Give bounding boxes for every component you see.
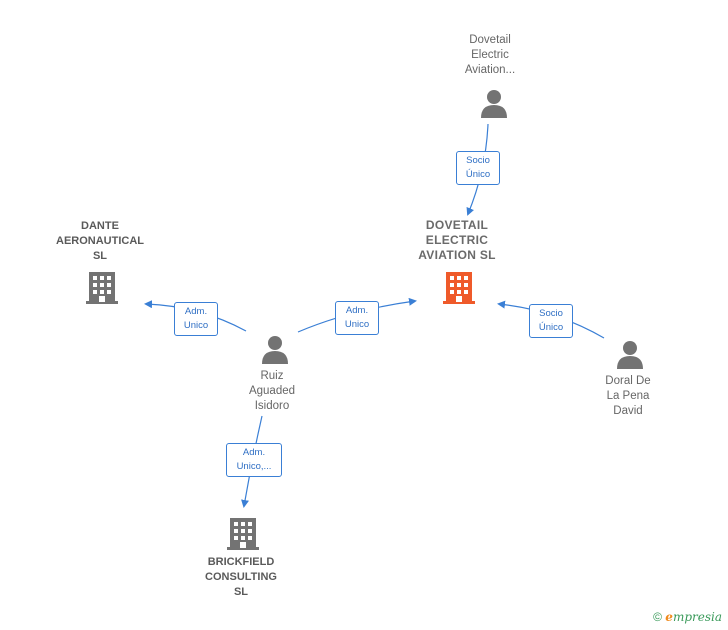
edge-label-ruiz-to-brickfield[interactable]: Adm. Unico,... [226,443,282,477]
node-main-company[interactable] [443,270,475,304]
node-doral[interactable] [615,339,645,369]
node-label-brickfield: BRICKFIELD CONSULTING SL [205,556,277,598]
copyright-icon: © [653,610,662,624]
node-label-dante: DANTE AERONAUTICAL SL [56,220,144,262]
empresia-watermark: © empresia [653,610,722,624]
edge-label-doral-to-main[interactable]: Socio Único [529,304,573,338]
person-icon [481,90,507,118]
person-icon [262,336,288,364]
node-label-dovetail-person: Dovetail Electric Aviation... [464,34,516,76]
node-dovetail-person[interactable] [479,88,509,118]
building-icon [443,272,475,304]
node-brickfield[interactable] [227,516,259,550]
building-icon [227,518,259,550]
brand-name: mpresia [672,610,722,624]
node-label-ruiz: Ruiz Aguaded Isidoro [248,370,296,412]
edge-label-ruiz-to-main[interactable]: Adm. Unico [335,301,379,335]
node-label-doral: Doral De La Pena David [605,375,651,417]
brand-initial: e [665,610,673,624]
node-label-main-company: DOVETAIL ELECTRIC AVIATION SL [418,218,496,262]
edge-label-ruiz-to-dante[interactable]: Adm. Unico [174,302,218,336]
building-icon [86,272,118,304]
edge-label-dovetail-to-main[interactable]: Socio Único [456,151,500,185]
person-icon [617,341,643,369]
node-ruiz[interactable] [260,334,290,364]
node-dante[interactable] [86,270,118,304]
